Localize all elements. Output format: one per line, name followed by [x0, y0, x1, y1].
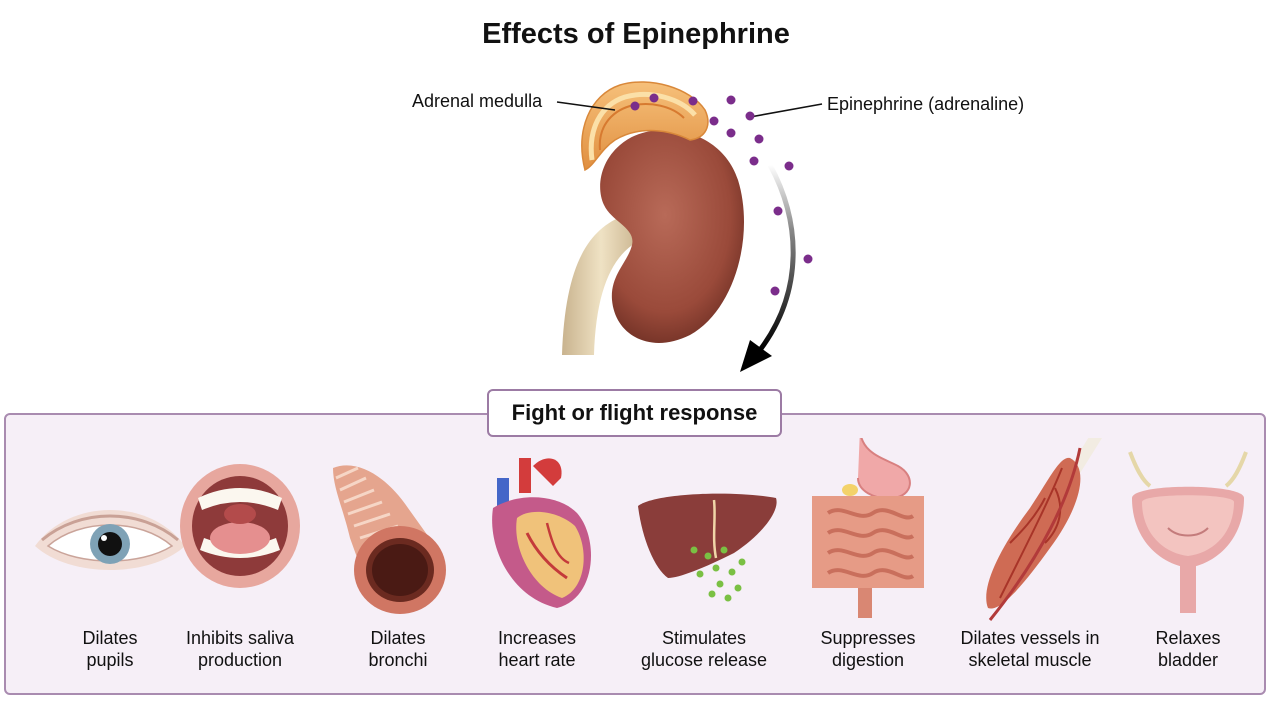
bladder-icon — [1128, 451, 1248, 613]
epinephrine-label: Epinephrine (adrenaline) — [827, 94, 1025, 114]
glucose-dots — [690, 546, 746, 602]
adrenal-medulla-label: Adrenal medulla — [412, 91, 543, 111]
digestive-tract-icon — [812, 438, 924, 618]
liver-icon — [638, 493, 777, 602]
mouth-icon — [180, 464, 300, 588]
muscle-icon — [986, 438, 1102, 621]
flow-arrow — [757, 163, 796, 352]
kidney-adrenal-illustration — [556, 81, 823, 372]
response-title: Fight or flight response — [487, 389, 782, 437]
ureter — [562, 215, 640, 355]
bronchus-icon — [333, 465, 446, 614]
heart-icon — [492, 458, 591, 608]
kidney — [600, 129, 745, 343]
epinephrine-molecules — [630, 93, 813, 296]
eye-icon — [35, 510, 185, 570]
page-title: Effects of Epinephrine — [482, 18, 790, 50]
